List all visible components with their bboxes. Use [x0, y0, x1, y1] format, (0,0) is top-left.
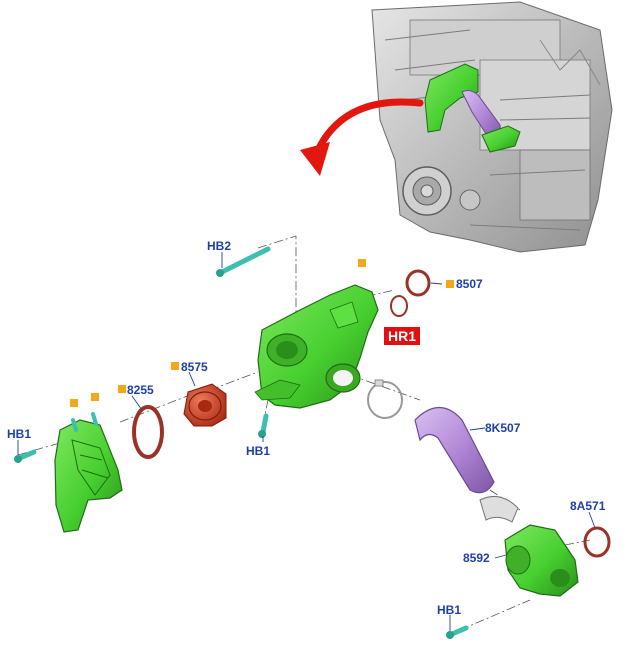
- callout-hb2[interactable]: HB2: [207, 239, 232, 253]
- seal-ring-8a571: [583, 526, 611, 558]
- seal-ring-8507: [405, 269, 431, 297]
- stud-1: [71, 418, 78, 432]
- marker-icon: [171, 362, 179, 370]
- callout-hr1[interactable]: HR1: [384, 327, 421, 345]
- marker-icon: [91, 393, 99, 401]
- callout-8575[interactable]: 8575: [181, 360, 208, 374]
- callout-8255[interactable]: 8255: [127, 383, 154, 397]
- callout-leaders: [17, 252, 596, 631]
- marker-icon: [358, 259, 366, 267]
- outlet-housing-left: [54, 419, 123, 533]
- callout-8a571[interactable]: 8A571: [570, 499, 606, 513]
- callout-hb1-bottom[interactable]: HB1: [437, 603, 462, 617]
- seal-ring-hr1: [390, 295, 408, 317]
- seal-ring-8255: [132, 405, 164, 459]
- marker-icon: [118, 385, 126, 393]
- callout-hb1-left[interactable]: HB1: [7, 427, 32, 441]
- engine-block: [371, 1, 613, 253]
- hose-clip-lower: [479, 495, 519, 523]
- outlet-housing-8592: [504, 524, 579, 597]
- marker-icon: [446, 280, 454, 288]
- callout-8k507[interactable]: 8K507: [485, 421, 521, 435]
- stud-2: [91, 412, 98, 426]
- bolt-hb2: [216, 246, 271, 277]
- callout-8507[interactable]: 8507: [456, 277, 483, 291]
- direction-arrow-icon: [300, 98, 424, 176]
- bolt-hb1-mid: [258, 413, 269, 438]
- callout-8592[interactable]: 8592: [463, 551, 490, 565]
- callout-hb1-mid[interactable]: HB1: [246, 444, 271, 458]
- thermostat-8575: [183, 383, 227, 427]
- thermostat-housing: [254, 284, 379, 409]
- bolt-hb1-bottom: [446, 625, 469, 639]
- coolant-hose-8k507: [414, 406, 495, 494]
- marker-icon: [70, 399, 78, 407]
- bolt-hb1-left: [14, 449, 37, 463]
- hose-clip-upper: [367, 379, 403, 419]
